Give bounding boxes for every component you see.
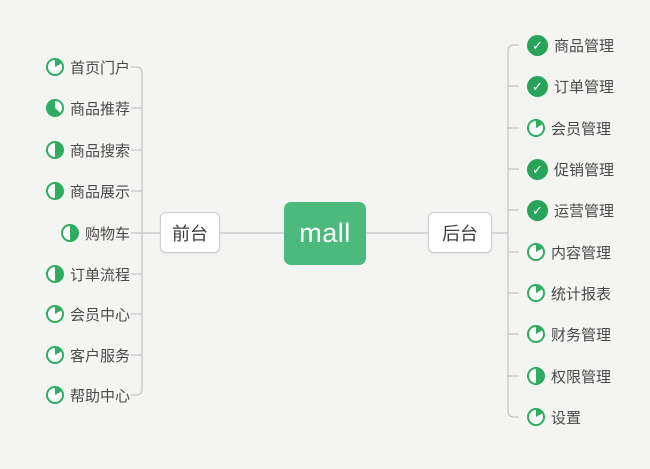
pie-eighth-progress-icon[interactable] bbox=[45, 305, 64, 323]
pie-five-eighths-progress-icon[interactable] bbox=[45, 99, 64, 117]
pie-half-progress-icon[interactable] bbox=[60, 224, 79, 242]
topic-label: 客户服务 bbox=[69, 347, 130, 365]
topic-label: 内容管理 bbox=[551, 244, 612, 262]
topic-item-back-5[interactable]: 内容管理 bbox=[527, 241, 611, 263]
topic-item-front-7[interactable]: 客户服务 bbox=[45, 344, 130, 366]
check-icon[interactable]: ✓ bbox=[527, 75, 548, 97]
pie-eighth-progress-icon[interactable] bbox=[527, 325, 545, 343]
topic-label: 运营管理 bbox=[554, 202, 615, 220]
topic-item-back-8[interactable]: 权限管理 bbox=[527, 365, 611, 387]
topic-label: 设置 bbox=[551, 409, 582, 427]
check-icon[interactable]: ✓ bbox=[527, 199, 548, 221]
root-node-label: mall bbox=[299, 218, 351, 248]
pie-half-progress-icon[interactable] bbox=[45, 182, 64, 200]
topic-label: 商品展示 bbox=[69, 183, 130, 201]
pie-eighth-progress-icon[interactable] bbox=[45, 386, 64, 404]
topic-item-front-2[interactable]: 商品搜索 bbox=[45, 139, 130, 161]
pie-half-progress-icon[interactable] bbox=[45, 141, 64, 159]
topic-item-back-6[interactable]: 统计报表 bbox=[527, 282, 611, 304]
check-icon[interactable]: ✓ bbox=[527, 158, 548, 180]
branch-node-label: 前台 bbox=[172, 223, 208, 244]
pie-half-progress-icon[interactable] bbox=[45, 265, 64, 283]
topic-label: 会员管理 bbox=[551, 120, 612, 138]
pie-half-progress-icon[interactable] bbox=[527, 367, 545, 385]
topic-label: 订单流程 bbox=[69, 266, 130, 284]
pie-eighth-progress-icon[interactable] bbox=[527, 243, 545, 261]
topic-label: 统计报表 bbox=[551, 285, 612, 303]
root-node-mall[interactable]: mall bbox=[284, 202, 366, 265]
topic-item-front-8[interactable]: 帮助中心 bbox=[45, 384, 130, 406]
topic-label: 商品推荐 bbox=[69, 100, 130, 118]
pie-eighth-progress-icon[interactable] bbox=[45, 58, 64, 76]
topic-item-back-3[interactable]: ✓ 促销管理 bbox=[527, 158, 614, 180]
branch-node-frontend[interactable]: 前台 bbox=[160, 212, 220, 253]
topic-item-back-9[interactable]: 设置 bbox=[527, 406, 581, 428]
topic-label: 会员中心 bbox=[69, 306, 130, 324]
topic-label: 商品搜索 bbox=[69, 142, 130, 160]
pie-eighth-progress-icon[interactable] bbox=[45, 346, 64, 364]
topic-label: 首页门户 bbox=[69, 59, 130, 77]
branch-node-backend[interactable]: 后台 bbox=[428, 212, 492, 253]
topic-item-back-0[interactable]: ✓ 商品管理 bbox=[527, 34, 614, 56]
topic-label: 商品管理 bbox=[554, 37, 615, 55]
topic-item-back-7[interactable]: 财务管理 bbox=[527, 323, 611, 345]
pie-eighth-progress-icon[interactable] bbox=[527, 284, 545, 302]
topic-label: 财务管理 bbox=[551, 326, 612, 344]
pie-eighth-progress-icon[interactable] bbox=[527, 119, 545, 137]
topic-label: 帮助中心 bbox=[69, 387, 130, 405]
topic-label: 权限管理 bbox=[551, 368, 612, 386]
topic-item-back-4[interactable]: ✓ 运营管理 bbox=[527, 199, 614, 221]
pie-eighth-progress-icon[interactable] bbox=[527, 408, 545, 426]
branch-node-label: 后台 bbox=[442, 223, 478, 244]
topic-item-back-2[interactable]: 会员管理 bbox=[527, 117, 611, 139]
topic-item-front-1[interactable]: 商品推荐 bbox=[45, 97, 130, 119]
topic-item-back-1[interactable]: ✓ 订单管理 bbox=[527, 75, 614, 97]
topic-item-front-4[interactable]: 购物车 bbox=[60, 222, 130, 244]
topic-item-front-5[interactable]: 订单流程 bbox=[45, 263, 130, 285]
topic-label: 促销管理 bbox=[554, 161, 615, 179]
topic-item-front-3[interactable]: 商品展示 bbox=[45, 180, 130, 202]
topic-item-front-0[interactable]: 首页门户 bbox=[45, 56, 130, 78]
topic-label: 购物车 bbox=[84, 225, 130, 243]
topic-item-front-6[interactable]: 会员中心 bbox=[45, 303, 130, 325]
topic-label: 订单管理 bbox=[554, 78, 615, 96]
check-icon[interactable]: ✓ bbox=[527, 34, 548, 56]
